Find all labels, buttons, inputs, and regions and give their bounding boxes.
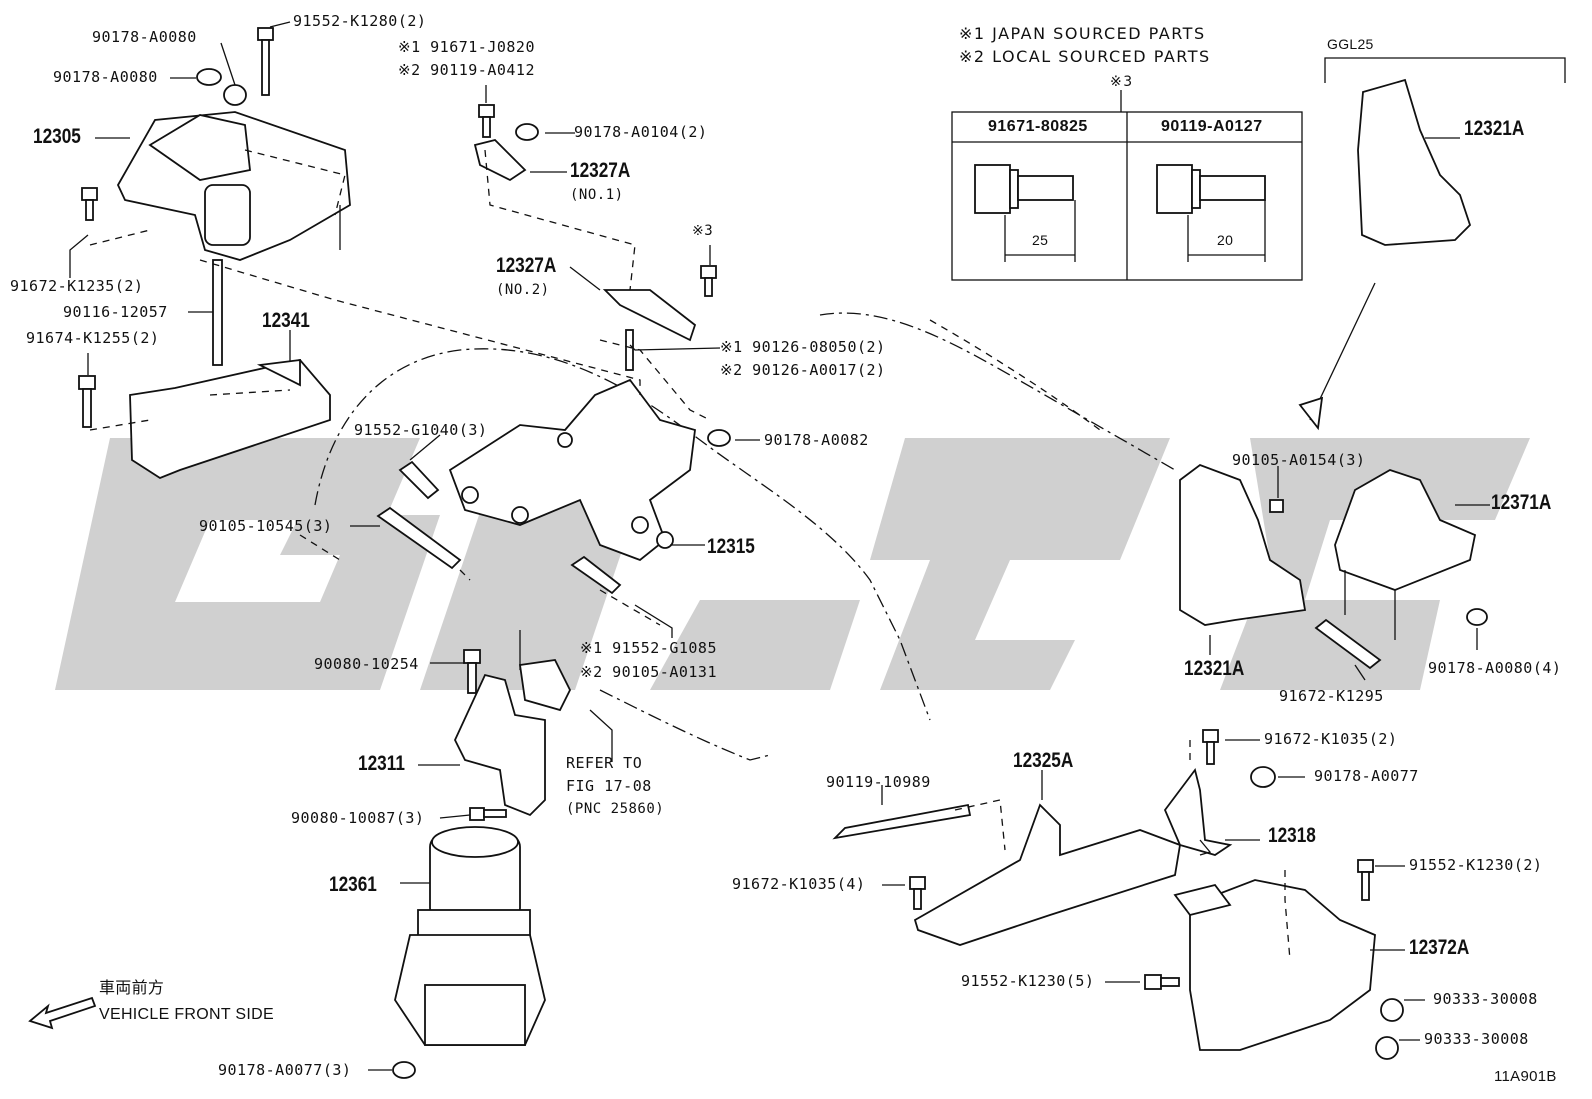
- label-12305: 12305: [33, 125, 81, 148]
- front-label-jp: 車両前方: [99, 980, 165, 997]
- part-12341-bracket: [129, 358, 331, 480]
- front-arrow-icon: [28, 996, 97, 1030]
- label-90178-A0077-3: 90178-A0077(3): [218, 1061, 352, 1079]
- figure-code: 11A901B: [1494, 1068, 1557, 1085]
- label-90178-A0077: 90178-A0077: [1314, 767, 1419, 785]
- label-12341: 12341: [262, 309, 310, 332]
- label-90105-10545: 90105-10545(3): [199, 517, 333, 535]
- label-90333-30008-a: 90333-30008: [1433, 990, 1538, 1008]
- part-12361-mount: [394, 826, 546, 1046]
- part-12321A-low: [1179, 463, 1307, 626]
- label-90105-A0131: ※2 90105-A0131: [580, 663, 717, 681]
- label-12327A-no1-sub: (NO.1): [570, 187, 624, 203]
- label-90178-A0104: 90178-A0104(2): [574, 123, 708, 141]
- note-local-sourced: ※2 LOCAL SOURCED PARTS: [959, 47, 1211, 66]
- table-col2-dim: 20: [1217, 232, 1234, 248]
- label-90080-10254: 90080-10254: [314, 655, 419, 673]
- label-12371A: 12371A: [1491, 491, 1552, 514]
- part-12371A-mount: [1334, 469, 1477, 640]
- leader-lines: [69, 21, 1490, 1071]
- label-91552-G1040: 91552-G1040(3): [354, 421, 488, 439]
- label-91674-K1255: 91674-K1255(2): [26, 329, 160, 347]
- label-12372A: 12372A: [1409, 936, 1470, 959]
- label-12321A-low: 12321A: [1184, 657, 1245, 680]
- refer-line-3: (PNC 25860): [566, 801, 665, 817]
- label-90178-A0080-top: 90178-A0080: [92, 28, 197, 46]
- model-label: GGL25: [1327, 36, 1374, 52]
- label-12318: 12318: [1268, 824, 1316, 847]
- label-90178-A0080-4: 90178-A0080(4): [1428, 659, 1562, 677]
- part-12372A-bracket: [1173, 879, 1376, 1051]
- table-col2-header: 90119-A0127: [1161, 118, 1263, 135]
- part-12318-bracket: [1163, 767, 1233, 856]
- note-mark3: ※3: [1110, 74, 1134, 90]
- label-90333-30008-b: 90333-30008: [1424, 1030, 1529, 1048]
- part-12321A-top: [1357, 78, 1472, 246]
- part-12305-mount: [116, 111, 351, 261]
- part-12325A-bracket: [913, 803, 1182, 946]
- label-12327A-no1: 12327A: [570, 159, 631, 182]
- label-91672-K1295: 91672-K1295: [1279, 687, 1384, 705]
- label-12361: 12361: [329, 873, 377, 896]
- label-91552-K1230-5: 91552-K1230(5): [961, 972, 1095, 990]
- label-12325A: 12325A: [1013, 749, 1074, 772]
- stud-90116: [212, 259, 223, 366]
- front-label-en: VEHICLE FRONT SIDE: [99, 1006, 274, 1023]
- label-12321A-top: 12321A: [1464, 117, 1525, 140]
- label-90178-A0080-second: 90178-A0080: [53, 68, 158, 86]
- table-col1-dim: 25: [1032, 232, 1049, 248]
- label-91672-K1235: 91672-K1235(2): [10, 277, 144, 295]
- refer-line-2: FIG 17-08: [566, 777, 652, 795]
- label-90116-12057: 90116-12057: [63, 303, 168, 321]
- label-91672-K1035-2: 91672-K1035(2): [1264, 730, 1398, 748]
- part-12327A-no1: [473, 139, 527, 182]
- label-91671-J0820: ※1 91671-J0820: [398, 38, 535, 56]
- label-90105-A0154: 90105-A0154(3): [1232, 451, 1366, 469]
- label-91552-K1230-2: 91552-K1230(2): [1409, 856, 1543, 874]
- label-12315: 12315: [707, 535, 755, 558]
- fasteners: [78, 27, 1488, 1079]
- harness-curve: [314, 348, 931, 721]
- label-12327A-no2-sub: (NO.2): [496, 282, 550, 298]
- label-90126-A0017: ※2 90126-A0017(2): [720, 361, 886, 379]
- table-col1-header: 91671-80825: [988, 118, 1088, 135]
- label-91552-K1280: 91552-K1280(2): [293, 12, 427, 30]
- note-japan-sourced: ※1 JAPAN SOURCED PARTS: [959, 24, 1206, 43]
- label-91672-K1035-4: 91672-K1035(4): [732, 875, 866, 893]
- label-12327A-no2: 12327A: [496, 254, 557, 277]
- label-90178-A0082: 90178-A0082: [764, 431, 869, 449]
- label-90080-10087: 90080-10087(3): [291, 809, 425, 827]
- label-12311: 12311: [358, 752, 405, 775]
- label-90119-10989: 90119-10989: [826, 773, 931, 791]
- part-12315-bracket: [448, 378, 696, 562]
- ggl25-bracket: [1324, 57, 1566, 83]
- watermark-logo: [55, 438, 1530, 690]
- label-90119-A0412: ※2 90119-A0412: [398, 61, 535, 79]
- part-12311-bracket: [454, 630, 572, 817]
- label-mark3-bolt: ※3: [692, 223, 714, 239]
- info-table: [951, 90, 1303, 281]
- label-90126-08050: ※1 90126-08050(2): [720, 338, 886, 356]
- part-12327A-no2: [602, 289, 697, 342]
- label-91552-G1085: ※1 91552-G1085: [580, 639, 717, 657]
- refer-line-1: REFER TO: [566, 754, 643, 772]
